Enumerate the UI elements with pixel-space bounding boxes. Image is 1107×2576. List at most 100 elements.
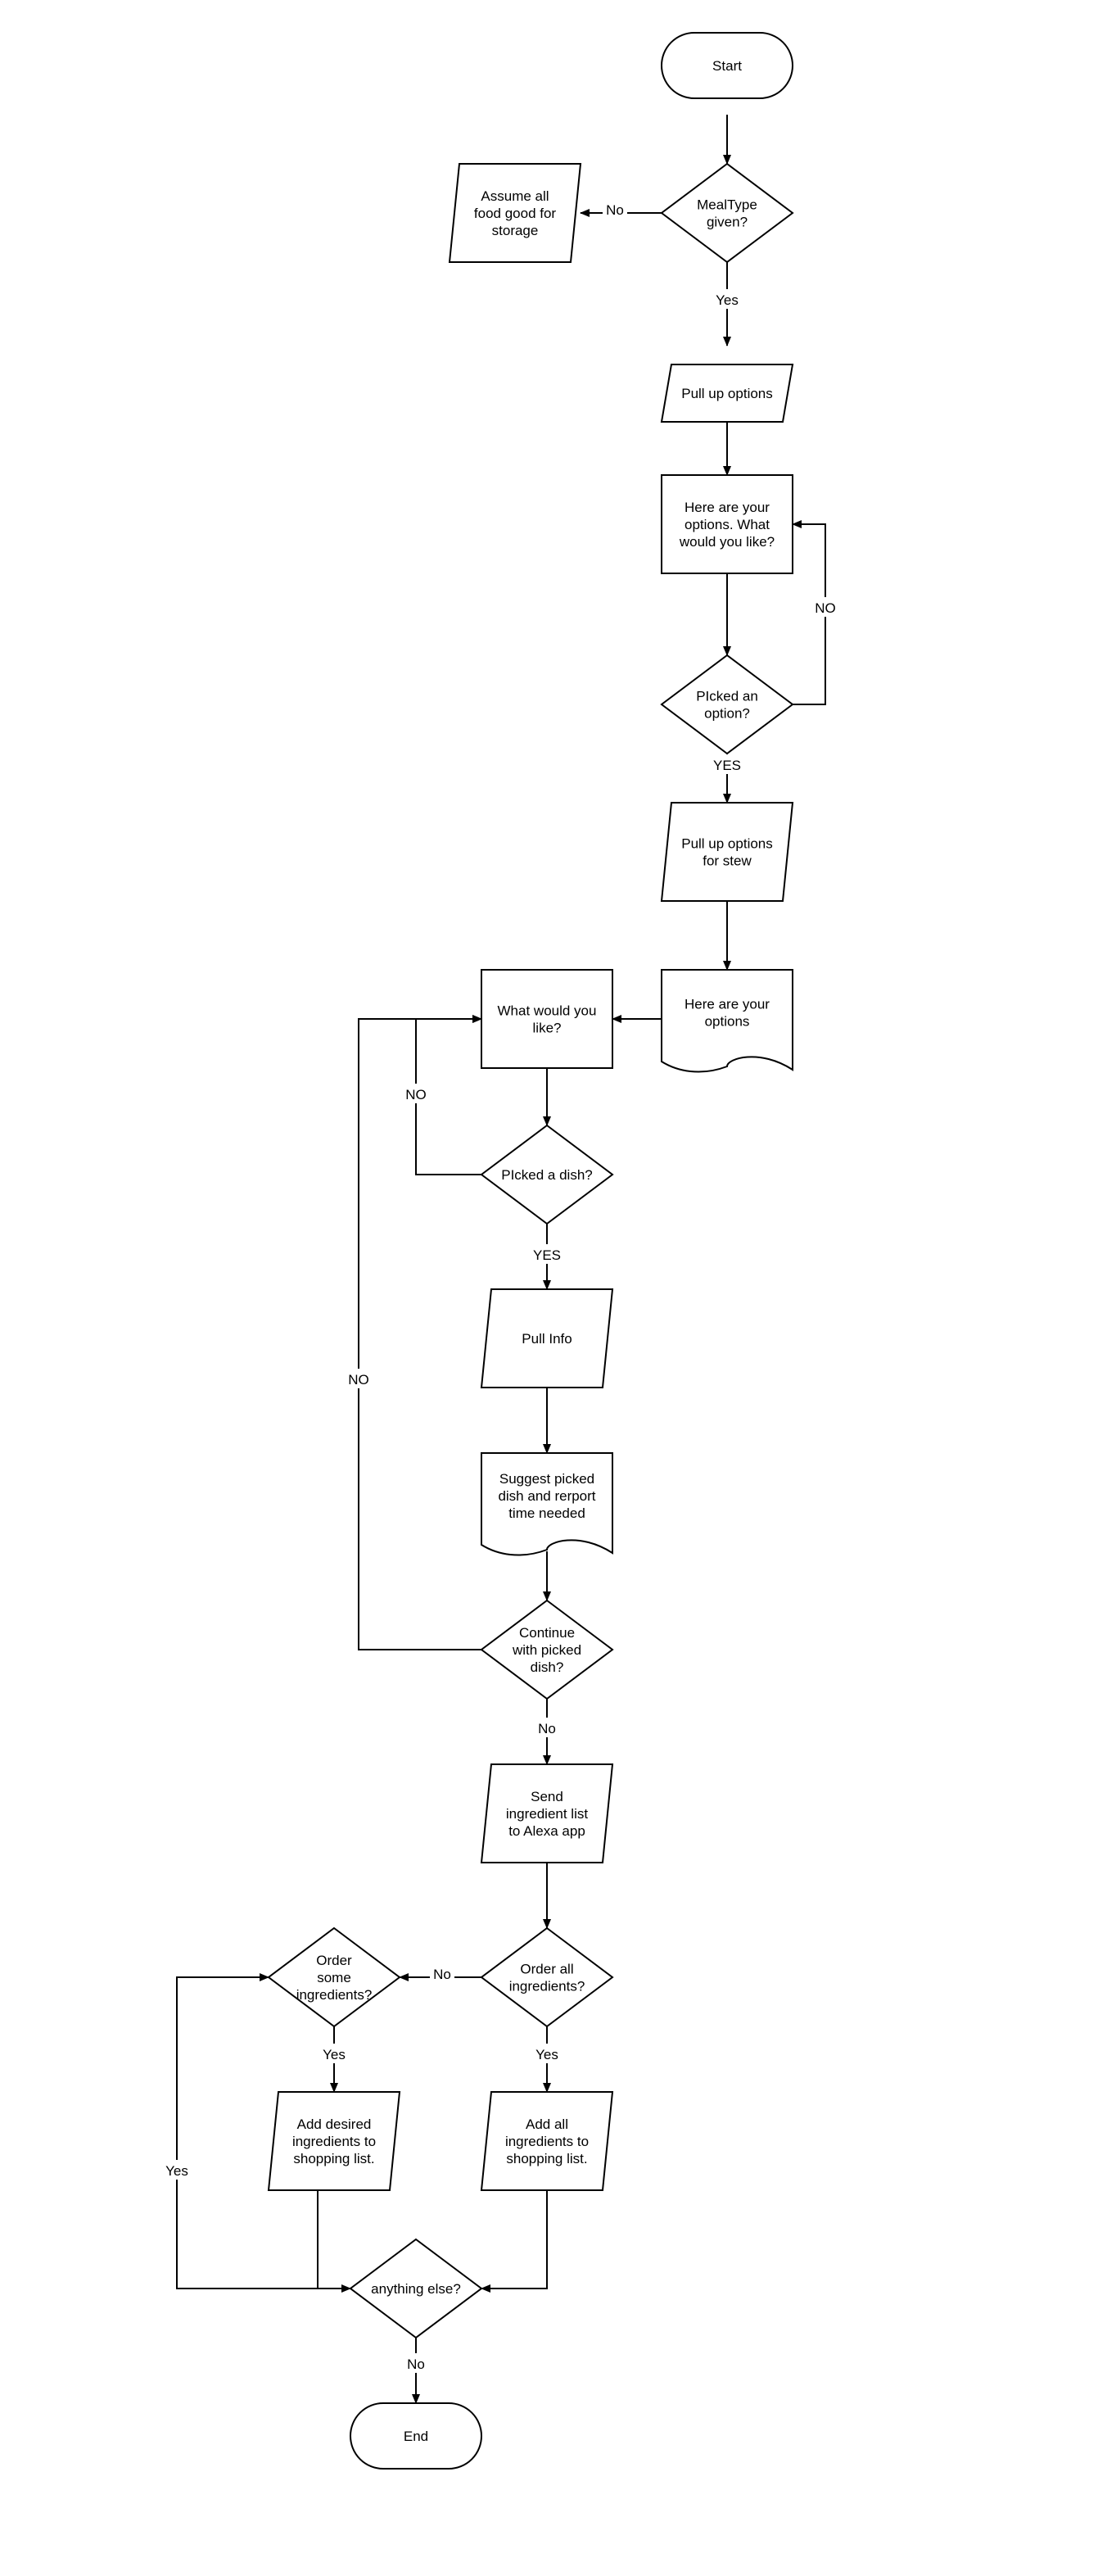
edge-line [358,1015,482,1650]
edge-label-background [710,754,744,774]
edge-label: Yes [535,2047,558,2062]
decision-shape [660,162,794,264]
edge-picked_an_option-to-pull_up_options_stew: YES [710,754,744,804]
edge-label: No [433,1967,451,1982]
decision-shape [480,1599,614,1700]
edge-picked_a_dish-to-pull_info: YES [530,1224,564,1290]
node-label-line: Order [316,1953,352,1968]
node-label-line: anything else? [371,2281,461,2297]
node-anything-else: anything else? [349,2238,483,2339]
node-order-all: Order all ingredients? [480,1926,614,2028]
data-shape [660,802,794,902]
node-label-line: with picked [512,1642,581,1658]
node-label-line: MealType [697,197,757,213]
document-shape [481,1452,613,1556]
node-label-line: Order all [520,1962,573,1977]
node-label-line: End [404,2429,428,2444]
edge-label: No [407,2356,425,2372]
edge-label: Yes [716,292,739,308]
node-label-line: to Alexa app [508,1823,585,1839]
process-shape [661,474,793,574]
edge-label: NO [815,600,836,616]
node-label-line: Suggest picked [499,1471,594,1487]
node-label-line: options. What [685,517,770,532]
data-shape [480,2091,614,2191]
node-label-line: Pull up options [681,836,773,852]
node-what-would-you-like: What would you like? [481,969,613,1069]
node-label-line: for stew [703,853,752,869]
edge-label: NO [348,1372,369,1388]
edge-label-background [430,1963,454,1983]
node-pull-up-options: Pull up options [660,364,794,423]
node-label-line: would you like? [679,534,775,550]
node-picked-an-option: PIcked an option? [660,654,794,755]
node-label-line: ingredients to [292,2134,376,2149]
edge-label-background [710,289,744,309]
edge-label-background [530,2044,564,2063]
node-here-are-options-what: Here are your options. What would you like… [661,474,793,574]
process-shape [481,969,613,1069]
node-label-line: option? [704,706,750,722]
node-label-line: ingredients? [509,1979,585,1994]
node-label-line: Start [712,58,742,74]
data-shape [660,364,794,423]
edge-label: YES [713,758,741,773]
edge-picked_an_option-to-here_are_options_what: NO [792,520,838,705]
document-shape [661,969,793,1073]
edge-mealtype_given-to-pull_up_options: Yes [710,262,744,346]
node-label-line: Assume all [481,188,549,204]
edge-line [176,1973,350,2289]
terminal-shape [661,32,793,99]
data-shape [480,1288,614,1388]
edge-anything_else-to-end: No [404,2338,428,2404]
node-label-line: dish? [531,1659,564,1675]
edge-label-background [813,597,838,617]
edge-add_desired-to-anything_else [317,2190,351,2293]
node-label-line: PIcked an [696,689,758,704]
edge-mealtype_given-to-assume_all_food: No [580,199,662,219]
edge-line [317,2190,351,2293]
node-label-line: ingredients to [505,2134,589,2149]
node-label-line: storage [492,223,539,238]
node-label-line: like? [533,1021,562,1036]
node-label-line: PIcked a dish? [501,1167,593,1183]
edge-order_all-to-order_some: No [399,1963,481,1983]
edge-add_all-to-anything_else [481,2190,548,2293]
node-picked-a-dish: PIcked a dish? [480,1124,614,1225]
node-label-line: some [317,1970,351,1985]
edge-continue_with_dish-to-what_would_you_like: NO [346,1015,482,1650]
decision-shape [349,2238,483,2339]
edge-label-background [160,2160,194,2180]
node-label-line: Add desired [297,2116,372,2132]
edge-label: No [538,1721,556,1736]
edge-label-background [530,1244,564,1264]
node-label-line: ingredients? [296,1987,373,2003]
terminal-shape [350,2402,482,2470]
decision-shape [267,1926,401,2028]
edge-label-background [603,199,627,219]
data-shape [267,2091,401,2191]
node-label-line: dish and rerport [498,1488,595,1504]
node-start: Start [661,32,793,99]
node-end: End [350,2402,482,2470]
edge-label-background [404,1084,428,1103]
node-label-line: What would you [498,1003,597,1019]
node-label-line: shopping list. [506,2151,587,2166]
node-label-line: Continue [519,1625,575,1641]
node-label-line: food good for [474,206,557,221]
edge-label: NO [405,1087,427,1102]
edge-line [481,2190,548,2293]
node-label-line: Send [531,1789,563,1804]
edge-label: Yes [323,2047,346,2062]
node-label-line: Pull Info [522,1331,572,1347]
edge-label-background [535,1718,559,1737]
node-label-line: ingredient list [506,1806,588,1822]
node-label-line: Here are your [685,500,770,515]
